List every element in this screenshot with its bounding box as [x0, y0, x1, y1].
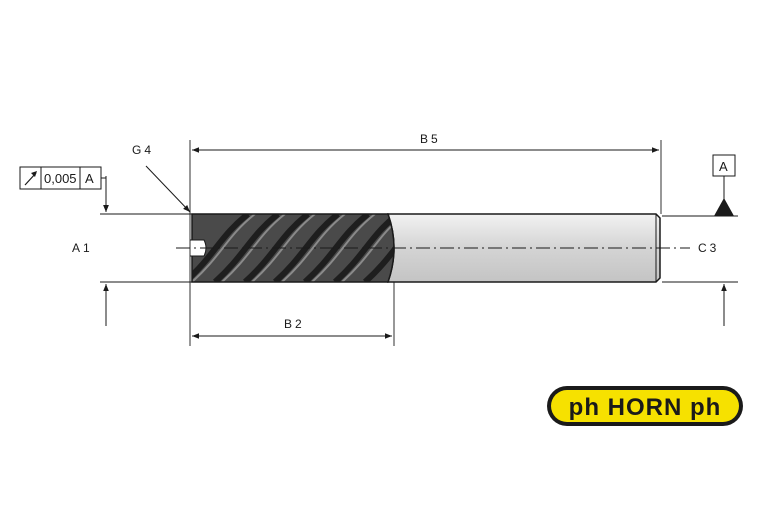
label-b5: B5: [420, 132, 441, 146]
tolerance-datum-ref: A: [85, 171, 94, 186]
runout-tolerance-frame: 0,005 A: [19, 166, 109, 212]
label-b2: B2: [284, 317, 305, 331]
label-g4: G4: [132, 143, 154, 157]
logo-background: [551, 390, 739, 422]
horn-logo: ph HORN ph: [547, 386, 743, 426]
leader-g4: G4: [132, 143, 191, 213]
extension-lines: [100, 140, 738, 346]
dimension-b5: B5: [192, 132, 659, 153]
fluted-cutting-part: [190, 213, 395, 283]
label-c3: C3: [698, 241, 719, 255]
logo-text: ph HORN ph: [569, 394, 722, 421]
datum-a: A: [712, 154, 736, 216]
label-a1: A1: [72, 241, 93, 255]
dimension-c3: C3: [698, 241, 727, 326]
dimension-b2: B2: [192, 317, 392, 339]
datum-a-label: A: [719, 159, 728, 174]
dimension-a1: A1: [72, 176, 109, 326]
tolerance-value: 0,005: [44, 171, 77, 186]
runout-arrow-icon: [24, 171, 37, 186]
datum-triangle-icon: [714, 198, 734, 216]
